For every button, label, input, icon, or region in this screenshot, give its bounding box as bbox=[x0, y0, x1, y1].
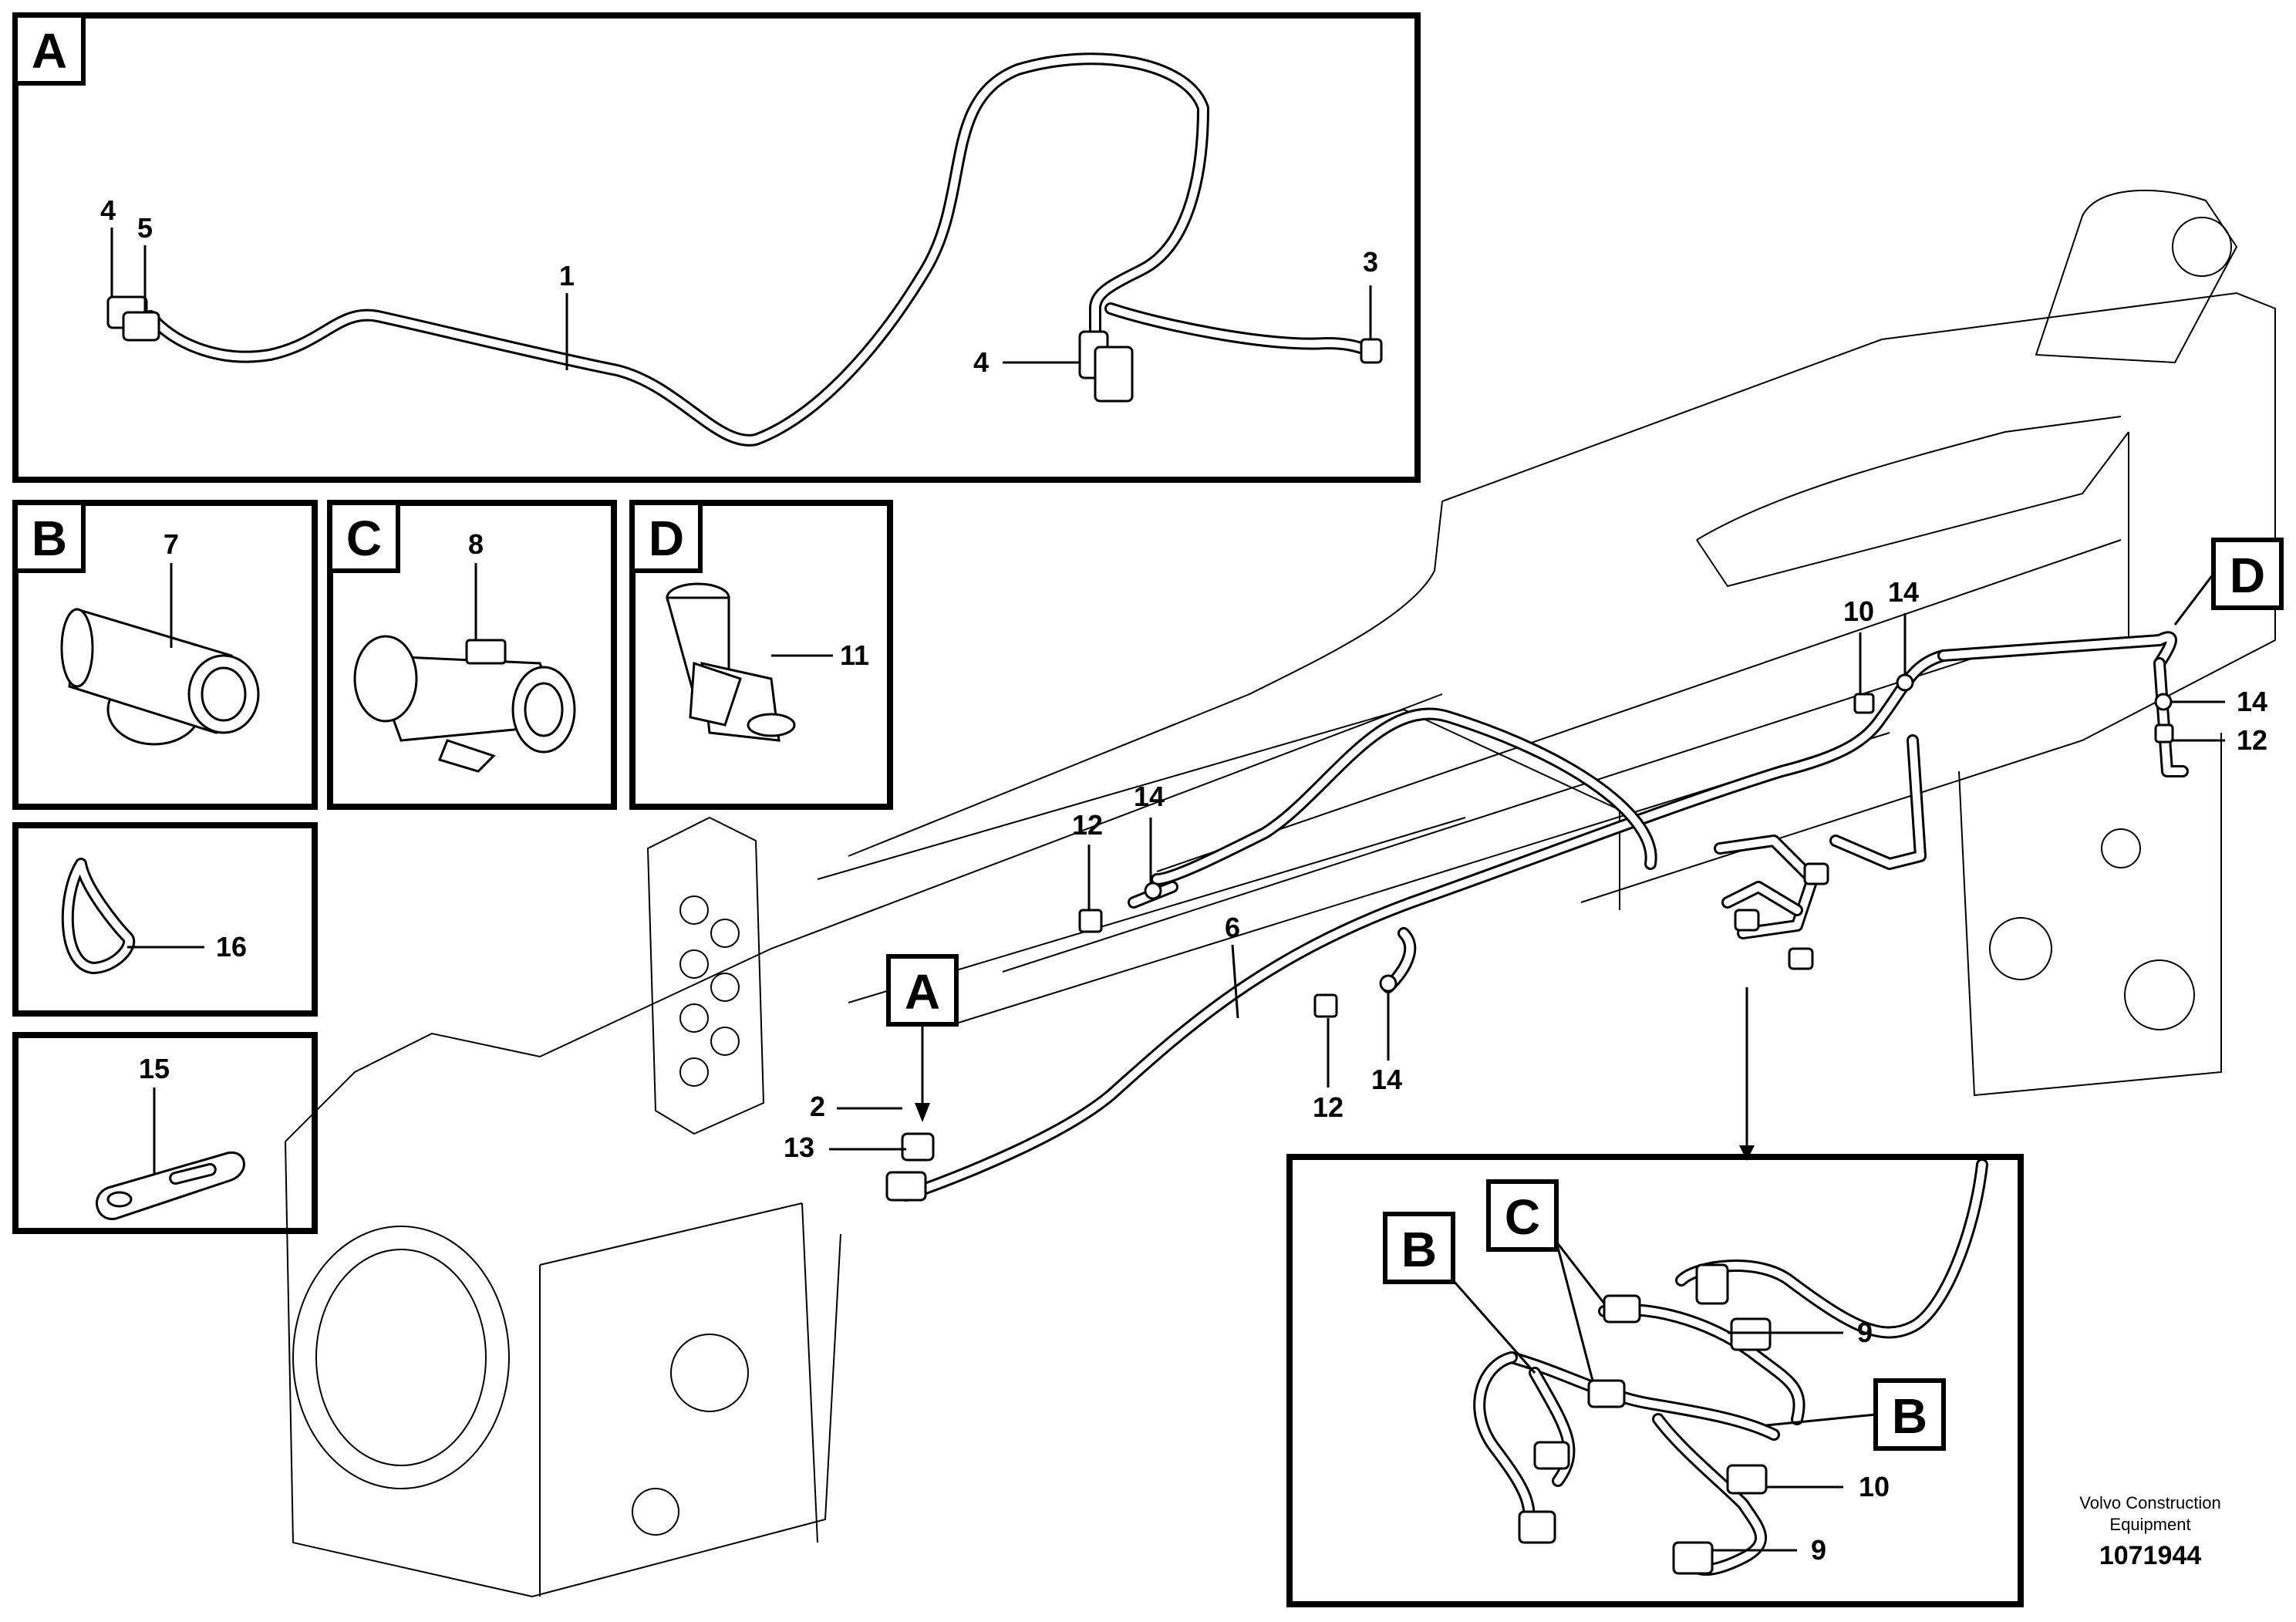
inset-tag-b-left: B bbox=[1401, 1222, 1437, 1277]
label-7: 7 bbox=[164, 528, 179, 560]
end-fitting-3 bbox=[1360, 338, 1383, 364]
label-1: 1 bbox=[559, 260, 575, 292]
panel-d-letter: D bbox=[649, 511, 684, 566]
panel-c: C 8 bbox=[327, 500, 617, 810]
panel-c-letter: C bbox=[346, 511, 382, 566]
hose-1 bbox=[144, 52, 1209, 447]
inset-label-10: 10 bbox=[1859, 1471, 1890, 1502]
label-12-top: 12 bbox=[1072, 809, 1103, 841]
label-10: 10 bbox=[1843, 595, 1874, 627]
label-14-mid: 14 bbox=[1371, 1064, 1402, 1095]
detail-inset: B C B 9 10 9 bbox=[1286, 1154, 2024, 1607]
label-4-b: 4 bbox=[973, 346, 989, 378]
label-3: 3 bbox=[1363, 246, 1378, 278]
panel-a: A 4 5 1 3 4 bbox=[12, 12, 1421, 483]
connector-5 bbox=[122, 311, 160, 342]
marker-a: A bbox=[905, 964, 940, 1020]
inset-label-9-bottom: 9 bbox=[1811, 1534, 1826, 1566]
main-callouts: A D 2 13 6 12 14 12 14 10 14 14 12 bbox=[784, 538, 2284, 1163]
label-13: 13 bbox=[784, 1131, 814, 1163]
company-line-2: Equipment bbox=[2109, 1515, 2190, 1534]
label-14-d: 14 bbox=[1888, 576, 1919, 608]
label-12-right: 12 bbox=[2237, 724, 2267, 756]
doc-number: 1071944 bbox=[2099, 1541, 2201, 1570]
footer: Volvo Construction Equipment 1071944 bbox=[2079, 1493, 2220, 1570]
panel-b-letter: B bbox=[32, 511, 67, 566]
label-2: 2 bbox=[810, 1091, 825, 1122]
panel-d: D 11 bbox=[629, 500, 893, 810]
label-8: 8 bbox=[468, 528, 484, 560]
label-15: 15 bbox=[139, 1053, 170, 1084]
marker-d: D bbox=[2230, 548, 2265, 603]
label-4-a: 4 bbox=[100, 194, 116, 226]
inset-tag-b-right: B bbox=[1892, 1388, 1927, 1444]
label-11: 11 bbox=[840, 639, 869, 671]
main-hose-runs bbox=[885, 631, 2189, 1202]
panel-clamp: 16 bbox=[12, 822, 318, 1017]
company-line-1: Volvo Construction bbox=[2079, 1493, 2220, 1512]
panel-bracket: 15 bbox=[12, 1032, 318, 1234]
label-5: 5 bbox=[137, 212, 153, 244]
panel-b: B 7 bbox=[12, 500, 318, 810]
label-12-mid: 12 bbox=[1313, 1091, 1344, 1123]
machine-frame-drawing bbox=[285, 189, 2276, 1598]
label-14-right: 14 bbox=[2237, 686, 2267, 717]
inset-tag-c: C bbox=[1505, 1189, 1540, 1245]
label-16: 16 bbox=[216, 931, 247, 963]
label-6: 6 bbox=[1225, 912, 1240, 943]
panel-a-letter: A bbox=[32, 23, 67, 79]
inset-label-9-top: 9 bbox=[1857, 1317, 1873, 1348]
bracket-4-right bbox=[1094, 346, 1134, 403]
label-14-top: 14 bbox=[1134, 781, 1165, 812]
